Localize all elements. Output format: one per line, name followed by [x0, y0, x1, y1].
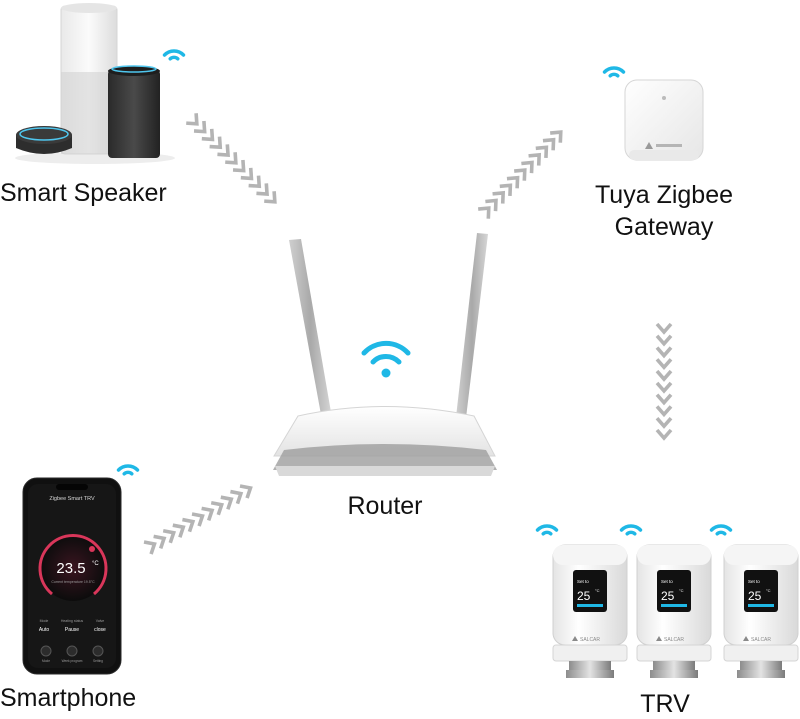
- trv-wifi-icon: [622, 526, 641, 534]
- smartphone-wifi-icon: [119, 466, 138, 474]
- arrow-chevron: [173, 521, 187, 537]
- trv-value: 25: [661, 589, 675, 603]
- label-smartphone: Smartphone: [0, 683, 136, 713]
- arrow-chevron: [657, 406, 671, 414]
- arrow-chevron: [163, 527, 177, 543]
- gateway-image: [625, 80, 703, 160]
- phone-nav-icon: [93, 646, 103, 656]
- label-gateway-line1: Tuya Zigbee: [588, 180, 740, 210]
- trv-bar: [748, 604, 774, 607]
- arrow-router-to-gateway: [478, 127, 566, 218]
- arrow-chevron: [202, 504, 216, 520]
- trv-set-label: Set to: [577, 579, 589, 584]
- phone-stat-label: Mode: [40, 619, 49, 623]
- arrow-chevron: [657, 359, 671, 367]
- trv-unit-3: Set to 25 °C SALCAR: [712, 526, 799, 678]
- router-wifi-icon: [364, 343, 408, 377]
- smart-speaker-wifi-icon: [165, 51, 184, 59]
- phone-nav-icon: [41, 646, 51, 656]
- trv-unit-label: °C: [595, 588, 600, 593]
- phone-stat-value: close: [94, 627, 106, 633]
- smartphone-image: Zigbee Smart TRV 23.5 °C Current tempera…: [23, 478, 121, 674]
- arrow-chevron: [657, 371, 671, 379]
- arrow-chevron: [221, 493, 235, 509]
- phone-stat-value: Pause: [65, 627, 79, 633]
- trv-set-label: Set to: [661, 579, 673, 584]
- arrow-chevron: [657, 395, 671, 403]
- trv-unit-label: °C: [766, 588, 771, 593]
- phone-nav-label: Week program: [62, 659, 83, 663]
- trv-value: 25: [577, 589, 591, 603]
- gateway-wifi-icon: [605, 68, 624, 76]
- label-trv: TRV: [630, 689, 700, 719]
- arrow-chevron: [657, 324, 671, 332]
- arrow-chevron: [657, 336, 671, 344]
- arrow-chevron: [657, 418, 671, 426]
- phone-nav-icon: [67, 646, 77, 656]
- trv-unit-1: Set to 25 °C SALCAR: [538, 526, 628, 678]
- arrow-chevron: [192, 510, 206, 526]
- phone-stat-value: Auto: [39, 627, 50, 633]
- arrow-chevron: [144, 538, 158, 554]
- trv-set-label: Set to: [748, 579, 760, 584]
- trv-unit-label: °C: [679, 588, 684, 593]
- phone-nav-label: Setting: [93, 659, 103, 663]
- trv-unit-2: Set to 25 °C SALCAR: [622, 526, 712, 678]
- arrow-chevron: [657, 430, 671, 438]
- arrow-speaker-to-router: [186, 113, 280, 207]
- trv-wifi-icon: [712, 526, 731, 534]
- arrow-chevron: [154, 532, 168, 548]
- phone-screen-title: Zigbee Smart TRV: [49, 496, 95, 502]
- trv-brand: SALCAR: [580, 637, 600, 643]
- trv-value: 25: [748, 589, 762, 603]
- arrow-chevron: [211, 499, 225, 515]
- arrow-phone-to-router: [144, 482, 254, 554]
- arrow-chevron: [478, 203, 494, 218]
- arrow-chevron: [657, 383, 671, 391]
- trv-bar: [661, 604, 687, 607]
- trv-brand: SALCAR: [751, 637, 771, 643]
- arrow-chevron: [657, 348, 671, 356]
- phone-stat-label: Heating status: [61, 619, 84, 623]
- trv-brand: SALCAR: [664, 637, 684, 643]
- arrow-gateway-to-trv: [657, 324, 671, 438]
- arrow-chevron: [230, 488, 244, 504]
- trv-bar: [577, 604, 603, 607]
- trv-wifi-icon: [538, 526, 557, 534]
- label-smart-speaker: Smart Speaker: [0, 178, 167, 208]
- label-router: Router: [330, 491, 440, 521]
- arrow-chevron: [240, 482, 254, 498]
- phone-temperature: 23.5: [56, 560, 85, 577]
- smart-speaker-image: [15, 3, 175, 164]
- arrow-chevron: [182, 516, 196, 532]
- arrow-chevron: [186, 113, 202, 129]
- phone-temperature-unit: °C: [92, 561, 99, 567]
- trv-group: Set to 25 °C SALCAR Set to 25 °C SALCAR Set to 25…: [538, 526, 799, 678]
- phone-stat-label: Valve: [96, 619, 105, 623]
- phone-subtitle: Current temperature 19.5°C: [51, 580, 95, 584]
- label-gateway-line2: Gateway: [588, 212, 740, 242]
- phone-nav-label: Mode: [42, 659, 50, 663]
